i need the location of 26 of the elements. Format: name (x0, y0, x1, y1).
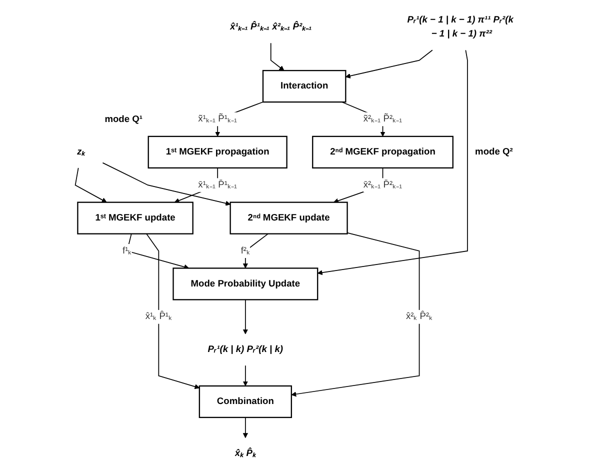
arrow (74, 167, 107, 203)
formula-text: x̂¹ₖ₋₁ P̂¹ₖ₋₁ x̂²ₖ₋₁ P̂²ₖ₋₁ (230, 22, 312, 32)
arrow (126, 233, 190, 270)
arrow (102, 162, 231, 206)
mode-label: mode Q¹ (104, 114, 143, 124)
arrow (317, 50, 468, 276)
process-box: Interaction (262, 70, 346, 103)
arrow (146, 233, 200, 390)
formula-text: Pᵣ¹(k − 1 | k − 1) π¹¹ Pᵣ²(k − 1 | k − 1) π²² (407, 15, 514, 40)
arrow (345, 50, 433, 78)
arrow (291, 232, 420, 397)
formula-text: x̂ₖ P̂ₖ (234, 448, 256, 458)
process-box: Mode Probability Update (172, 268, 318, 300)
process-box: 2ⁿᵈ MGEKF propagation (312, 136, 454, 168)
mode-label: mode Q² (475, 146, 513, 157)
process-box: 2ⁿᵈ MGEKF update (230, 202, 348, 234)
process-box: Combination (198, 385, 292, 418)
formula-text: zₖ (77, 146, 86, 157)
arrow (270, 42, 284, 71)
process-box: 1ˢᵗ MGEKF update (77, 202, 194, 234)
process-box: 1ˢᵗ MGEKF propagation (148, 136, 288, 168)
formula-text: Pᵣ¹(k | k) Pᵣ²(k | k) (208, 344, 284, 354)
arrow (242, 299, 248, 334)
arrow (242, 365, 248, 386)
arrow (242, 233, 269, 268)
arrow (242, 417, 248, 438)
